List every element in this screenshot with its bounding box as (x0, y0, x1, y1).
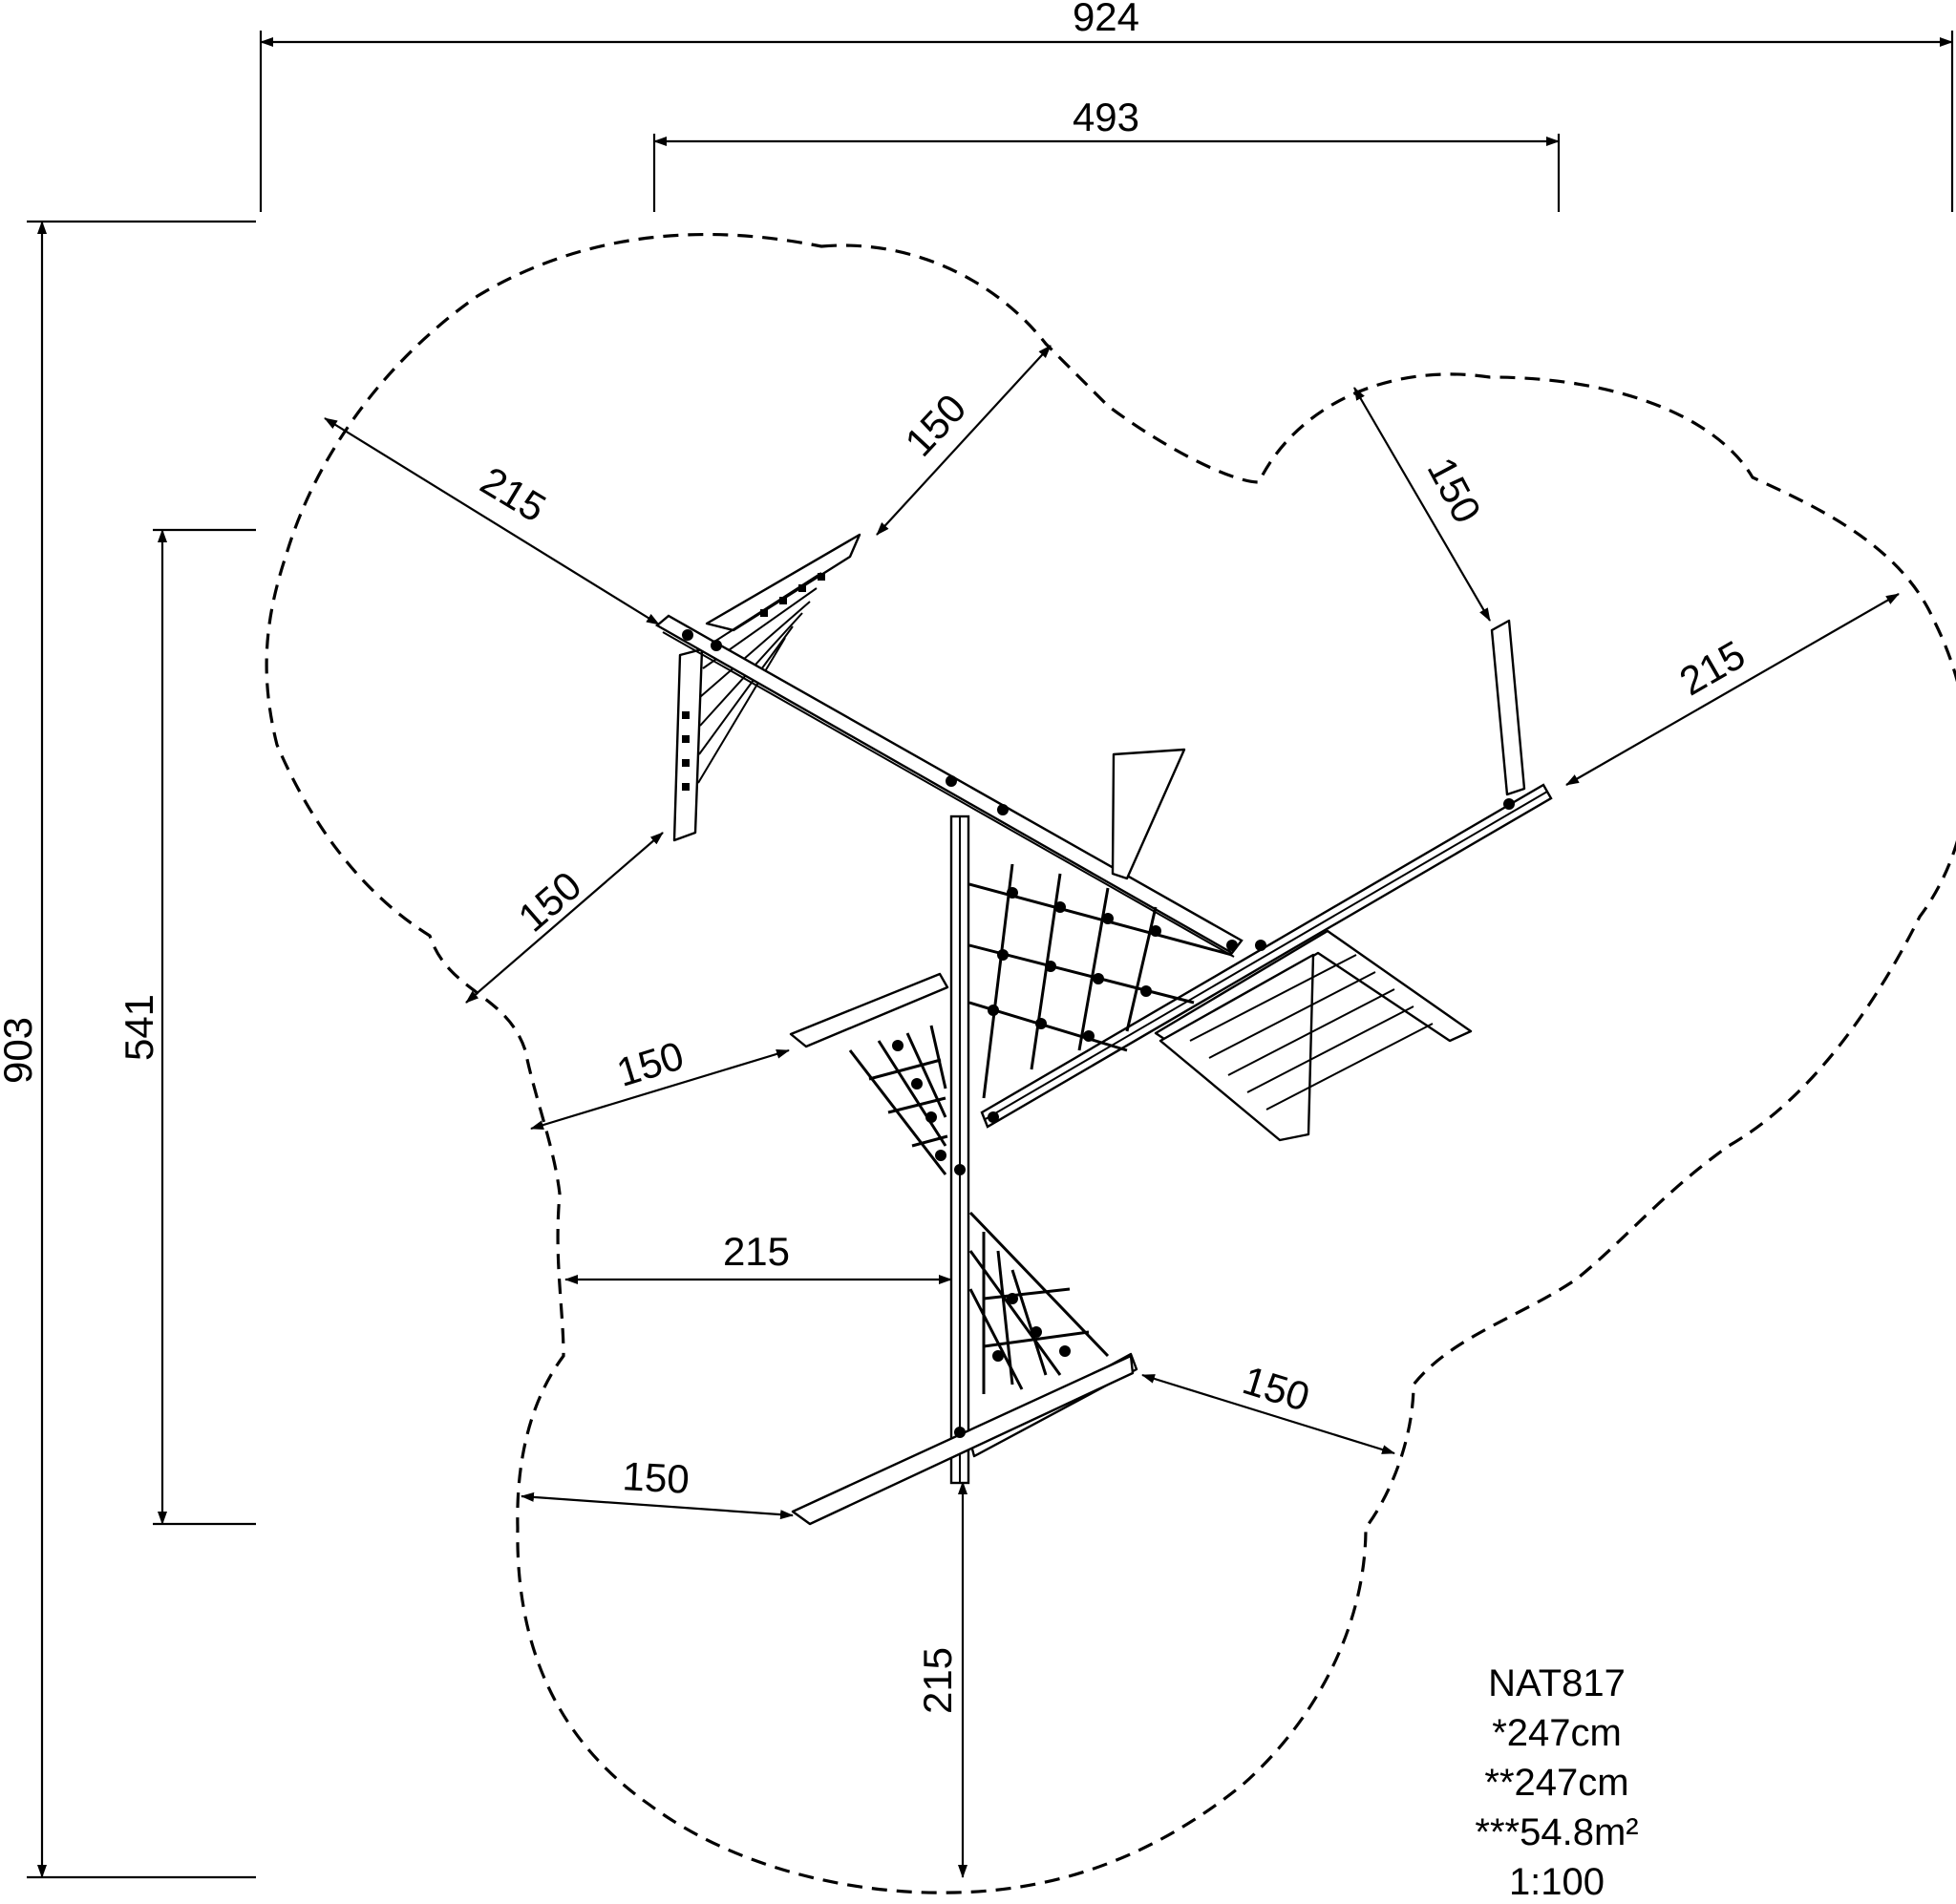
dim-150-bottomleft: 150 (622, 1453, 691, 1502)
dimline-150-left (465, 832, 664, 1004)
dimline-150-bottomright (1141, 1373, 1395, 1455)
dim-inner-height: 541 (117, 994, 161, 1061)
pole-center (1111, 748, 1186, 880)
dim-overall-height: 903 (0, 1017, 40, 1084)
dim-150-bottomright: 150 (1238, 1357, 1315, 1419)
dimline-150-leftmid (530, 1048, 790, 1131)
dimline-150-right (1353, 387, 1491, 622)
product-area: ***54.8m² (1475, 1811, 1638, 1853)
drawing-scale: 1:100 (1509, 1861, 1605, 1903)
dim-215-mid: 215 (723, 1229, 790, 1274)
ladder-right-lower (1159, 953, 1315, 1142)
net-left (848, 1025, 948, 1175)
ladder-right-slats (1189, 954, 1434, 1111)
info-block: NAT817 *247cm **247cm ***54.8m² 1:100 (1475, 1662, 1638, 1903)
product-height: *247cm (1492, 1712, 1622, 1754)
post-right (1490, 619, 1526, 796)
dim-inner-width: 493 (1073, 95, 1139, 139)
beam-lower-left (791, 1354, 1135, 1526)
dim-150-left: 150 (510, 862, 590, 940)
ladder-pegs (682, 573, 825, 791)
dim-215-bottom: 215 (915, 1647, 960, 1714)
dim-215-topleft: 215 (473, 457, 553, 530)
dim-215-right: 215 (1672, 632, 1753, 705)
net-central (968, 863, 1233, 1099)
dimline-215-topleft (324, 417, 660, 625)
dimline-150-bottomleft (521, 1491, 794, 1520)
dim-150-topleft: 150 (896, 385, 974, 464)
dim-overall-width: 924 (1073, 0, 1139, 39)
ladder-upper-left (705, 533, 861, 632)
bolts (682, 629, 1515, 1438)
product-fall-height: **247cm (1484, 1762, 1628, 1804)
dim-150-leftmid: 150 (611, 1032, 689, 1094)
ladder-left-rail (672, 647, 704, 842)
product-code: NAT817 (1488, 1662, 1626, 1704)
dimline-215-right (1565, 593, 1900, 786)
platform-left (789, 972, 949, 1048)
dimline-150-topleft (876, 345, 1052, 536)
climbing-structure (654, 533, 1553, 1526)
net-lower (968, 1211, 1110, 1394)
safety-zone-outline (265, 232, 1956, 1894)
